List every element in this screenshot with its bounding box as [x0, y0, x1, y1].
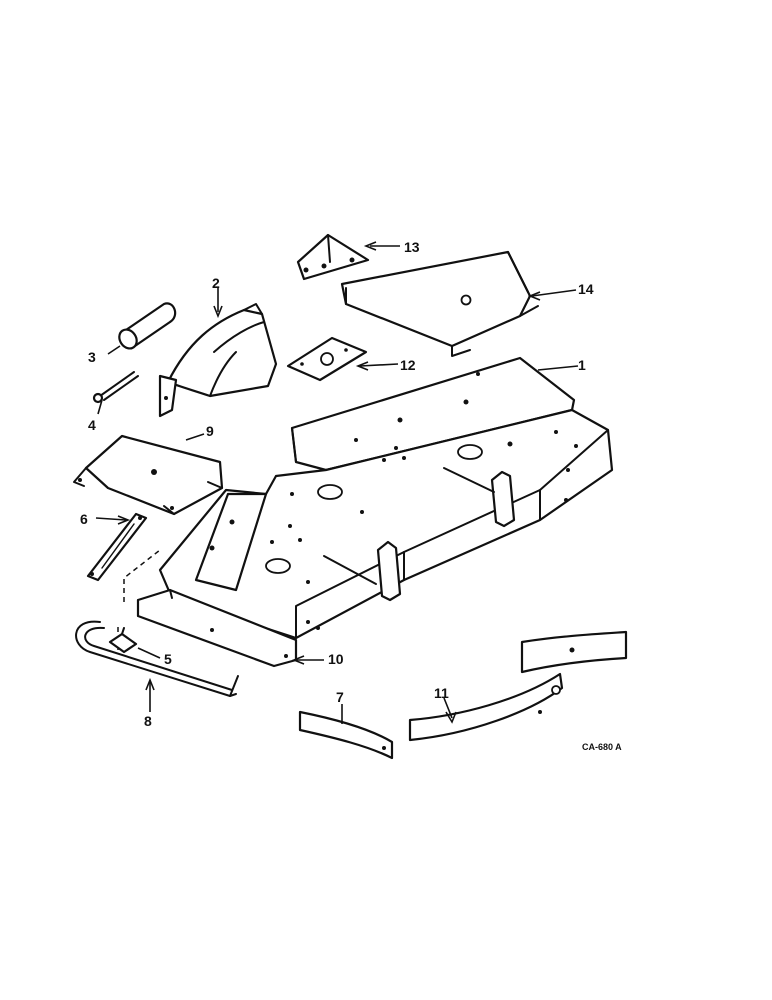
alignment-line: [123, 549, 161, 602]
drawing-code: CA-680 A: [582, 742, 622, 752]
callout-2: 2: [212, 275, 220, 291]
callout-10: 10: [328, 651, 344, 667]
callout-3: 3: [88, 349, 96, 365]
callout-14: 14: [578, 281, 594, 297]
part-8-hanger-rod: [75, 620, 239, 697]
callout-8: 8: [144, 713, 152, 729]
callout-13: 13: [404, 239, 420, 255]
callout-5: 5: [164, 651, 172, 667]
part-14-cover-plate: [340, 250, 539, 357]
callout-labels: 1 2 3 4 5 6 7 8 9 10 11 12 13 14 CA-680 …: [80, 239, 622, 752]
callout-1: 1: [578, 357, 586, 373]
part-2-hood: [158, 303, 278, 418]
callout-12: 12: [400, 357, 416, 373]
part-9-shield: [73, 434, 224, 516]
part-11-large-skirt: [408, 672, 564, 742]
leader-lines: [95, 241, 579, 724]
part-12-plate: [286, 336, 368, 382]
callout-6: 6: [80, 511, 88, 527]
part-6-slotted-strap: [86, 512, 148, 582]
part-5-clip: [108, 627, 138, 654]
part-13-bracket: [296, 233, 370, 281]
callout-9: 9: [206, 423, 214, 439]
callout-7: 7: [336, 689, 344, 705]
callout-4: 4: [88, 417, 96, 433]
skirt-segment-right: [520, 630, 628, 674]
part-3-roller: [118, 302, 177, 350]
part-7-skirt-segment: [298, 710, 394, 760]
part-1-main-frame: [158, 356, 614, 640]
callout-11: 11: [434, 685, 449, 701]
part-4-pin: [92, 371, 139, 404]
